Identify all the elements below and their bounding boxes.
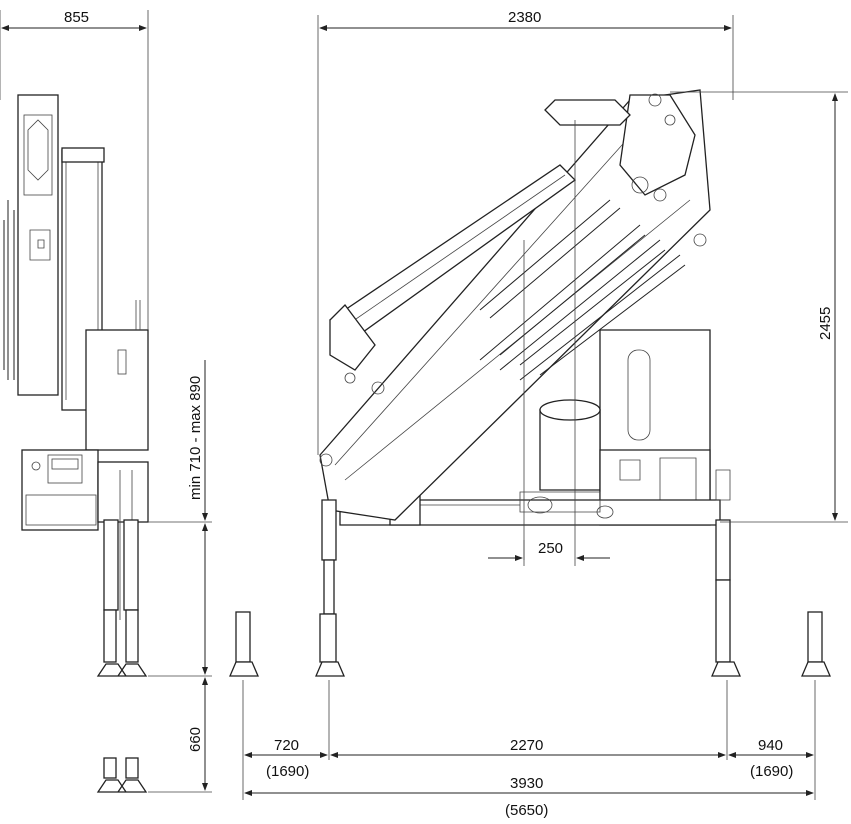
dimension-lines (0, 10, 848, 800)
dim-right-outrigger-max: (1690) (750, 763, 793, 780)
dim-center-offset: 250 (538, 540, 563, 557)
dim-total-span-max: (5650) (505, 802, 548, 819)
side-view (3, 94, 149, 793)
dimension-labels: 855 2380 2455 min 710 - max 890 660 250 … (64, 9, 834, 819)
dim-height: 2455 (817, 307, 834, 340)
dim-front-width: 2380 (508, 9, 541, 26)
dim-stabilizer-range: min 710 - max 890 (187, 376, 204, 500)
front-view (229, 89, 831, 677)
dim-right-outrigger: 940 (758, 737, 783, 754)
dim-left-outrigger-max: (1690) (266, 763, 309, 780)
dim-side-width: 855 (64, 9, 89, 26)
dim-stabilizer-extension: 660 (187, 727, 204, 752)
dim-total-span: 3930 (510, 775, 543, 792)
dim-base-span: 2270 (510, 737, 543, 754)
dim-left-outrigger: 720 (274, 737, 299, 754)
